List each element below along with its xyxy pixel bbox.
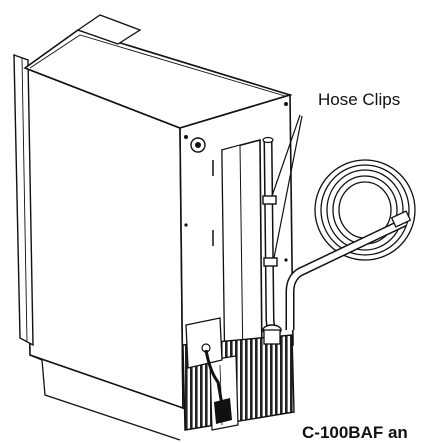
coiled-hose bbox=[285, 159, 416, 330]
cabinet-side-panel bbox=[13, 53, 184, 441]
drain-fitting bbox=[262, 324, 282, 345]
hose-clip-lower bbox=[263, 257, 278, 267]
electrical-box bbox=[185, 317, 232, 424]
hose-clips-label: Hose Clips bbox=[318, 90, 401, 109]
callout-leaders bbox=[271, 114, 303, 259]
condenser-duct bbox=[221, 138, 263, 374]
hose-clip-upper bbox=[262, 195, 277, 205]
model-label: C-100BAF an bbox=[302, 423, 408, 442]
